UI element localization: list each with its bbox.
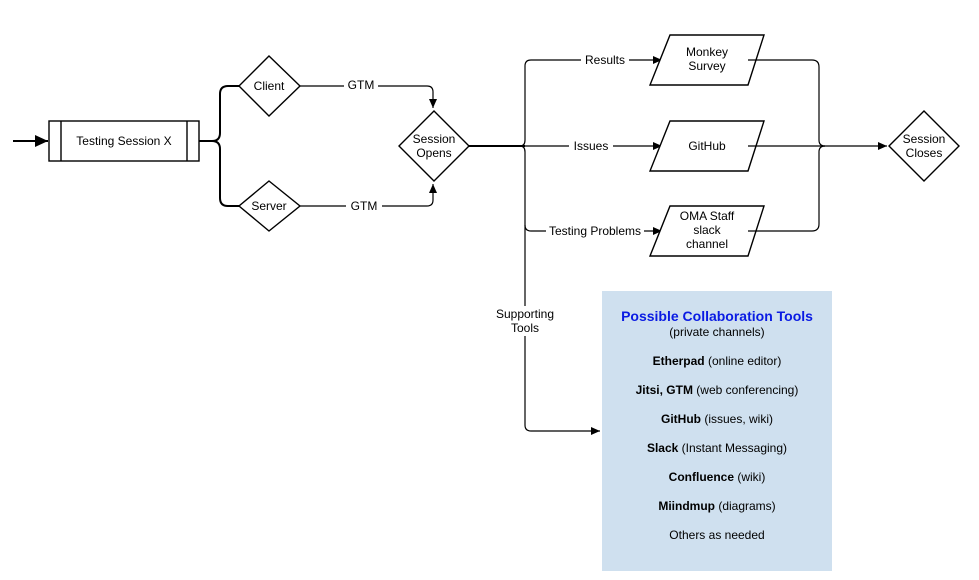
oma-staff-node[interactable]: OMA Staff slack channel [648,205,765,257]
edge-testing-problems [519,145,662,235]
monkey-survey-line2: Survey [688,59,725,73]
panel-subtitle: (private channels) [669,325,765,339]
client-node[interactable]: Client [238,55,302,117]
supporting-tools-line1: Supporting [496,307,554,321]
tool-item: Confluence (wiki) [668,470,766,484]
session-opens-node[interactable]: Session Opens [398,110,470,182]
oma-staff-line2: slack [693,223,721,237]
supporting-tools-line2: Tools [511,321,539,335]
tool-item: Slack (Instant Messaging) [646,441,788,455]
monkey-survey-line1: Monkey [686,45,728,59]
edge-to-server [199,140,239,207]
oma-staff-line3: channel [686,237,728,251]
edge-results [519,56,662,147]
tool-item: GitHub (issues, wiki) [660,412,773,426]
github-node[interactable]: GitHub [648,120,765,172]
tool-item: Jitsi, GTM (web conferencing) [635,383,799,397]
server-label: Server [251,199,286,213]
client-label: Client [254,79,285,93]
session-opens-line2: Opens [416,146,451,160]
issues-label: Issues [574,139,609,153]
panel-title: Possible Collaboration Tools [621,308,813,324]
edge-supporting-tools [524,225,600,435]
edge-monkey-merge [748,59,826,147]
collaboration-tools-panel: Possible Collaboration Tools (private ch… [602,291,832,571]
edge-to-client [199,85,239,142]
session-opens-line1: Session [413,132,456,146]
tool-item: Others as needed [669,528,765,542]
github-label: GitHub [688,139,726,153]
testing-problems-label: Testing Problems [549,224,641,238]
edge-client-session [300,85,437,108]
session-closes-line1: Session [903,132,946,146]
tool-item: Etherpad (online editor) [652,354,782,368]
testing-session-label: Testing Session X [76,134,171,148]
tool-item: Miindmup (diagrams) [658,499,776,513]
edge-server-session [300,184,437,207]
testing-session-node[interactable]: Testing Session X [48,120,200,162]
server-gtm-label: GTM [351,199,378,213]
edge-oma-merge [748,145,826,232]
session-closes-line2: Closes [906,146,943,160]
session-closes-node[interactable]: Session Closes [888,110,960,182]
server-node[interactable]: Server [237,180,302,232]
oma-staff-line1: OMA Staff [680,209,735,223]
monkey-survey-node[interactable]: Monkey Survey [648,34,765,86]
results-label: Results [585,53,625,67]
client-gtm-label: GTM [348,78,375,92]
